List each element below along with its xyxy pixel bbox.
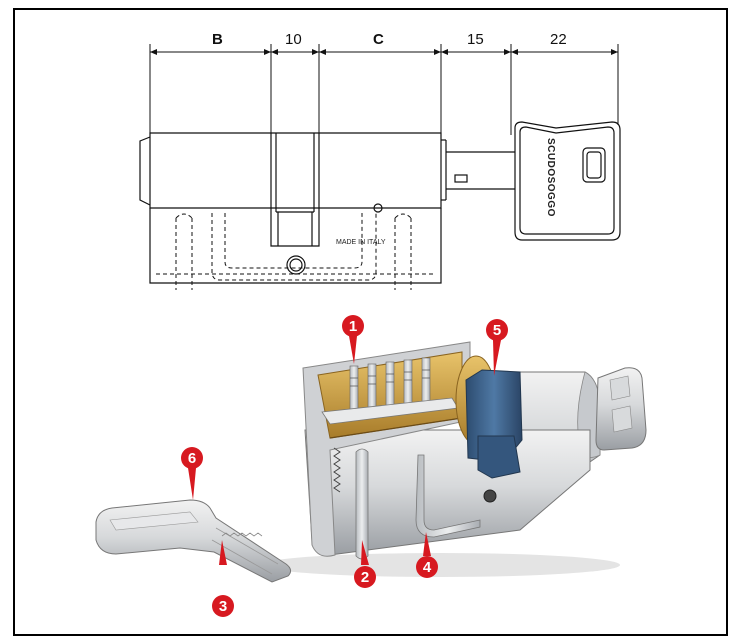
callout-6: 6 [181,447,203,469]
callout-5: 5 [486,319,508,341]
made-in-label: MADE IN ITALY [336,239,386,246]
dim-label-22: 22 [550,31,567,48]
dimension-lines [149,44,619,135]
callout-1-number: 1 [349,318,357,335]
callout-2-number: 2 [361,569,369,586]
callout-5-number: 5 [493,322,501,339]
dim-label-c: C [373,31,384,48]
callout-6-number: 6 [188,450,196,467]
callout-4: 4 [416,556,438,578]
key-illustration [95,499,292,583]
callout-1: 1 [342,315,364,337]
dimension-arrows [150,49,618,55]
callout-3-number: 3 [219,598,227,615]
dim-label-b: B [212,31,223,48]
callout-badges: 1 2 3 4 5 6 [181,315,508,617]
dim-label-15: 15 [467,31,484,48]
dim-label-10: 10 [285,31,302,48]
callout-4-number: 4 [423,559,432,576]
callout-2: 2 [354,566,376,588]
cylinder-outline [139,132,447,284]
key-outline [446,121,621,241]
hidden-lines [156,213,435,290]
cylinder-cutaway [260,341,647,577]
key-brand-label: SCUDOSOGGO [545,138,556,217]
callout-3: 3 [212,595,234,617]
callout-stems [188,336,501,565]
